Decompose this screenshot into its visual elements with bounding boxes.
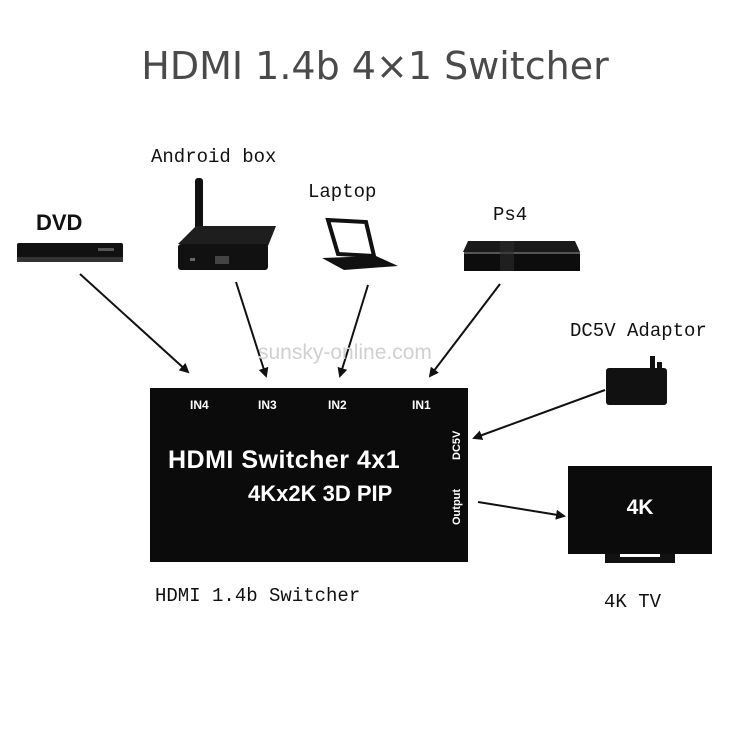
android-box-label: Android box: [151, 146, 277, 168]
tv-stand: [605, 553, 675, 563]
dvd-player-icon: [17, 243, 123, 262]
watermark-text: sunsky-online.com: [258, 341, 432, 364]
switcher-spec-text: 4Kx2K 3D PIP: [248, 481, 393, 506]
laptop-label: Laptop: [308, 181, 377, 203]
tv-caption: 4K TV: [604, 591, 662, 613]
laptop-icon: [322, 217, 398, 270]
android-box-icon: [178, 178, 276, 270]
port-in1-label: IN1: [412, 398, 431, 412]
port-in2-label: IN2: [328, 398, 347, 412]
switcher-model-text: HDMI Switcher 4x1: [168, 446, 401, 474]
hdmi-switcher-box: [150, 388, 468, 562]
output-port-label: Output: [451, 488, 463, 525]
arrow-laptop-to-in2: [337, 284, 369, 378]
tv-screen: [568, 466, 712, 554]
port-in3-label: IN3: [258, 398, 277, 412]
ps4-console-icon: [463, 241, 580, 271]
tv-screen-text: 4K: [626, 496, 654, 519]
switcher-caption: HDMI 1.4b Switcher: [155, 585, 361, 607]
port-in4-label: IN4: [190, 398, 209, 412]
ps4-label: Ps4: [493, 204, 528, 226]
power-adaptor-icon: [606, 356, 667, 405]
arrow-android-to-in3: [235, 281, 269, 378]
arrow-ps4-to-in1: [428, 283, 501, 378]
page-title: HDMI 1.4b 4×1 Switcher: [141, 44, 609, 88]
arrow-adaptor-to-dc5v: [472, 389, 606, 440]
arrow-dvd-to-in4: [79, 273, 190, 374]
dc-adaptor-label: DC5V Adaptor: [570, 320, 707, 342]
dc5v-port-label: DC5V: [451, 430, 463, 460]
dvd-label: DVD: [36, 210, 83, 235]
arrow-output-to-tv: [477, 501, 566, 520]
